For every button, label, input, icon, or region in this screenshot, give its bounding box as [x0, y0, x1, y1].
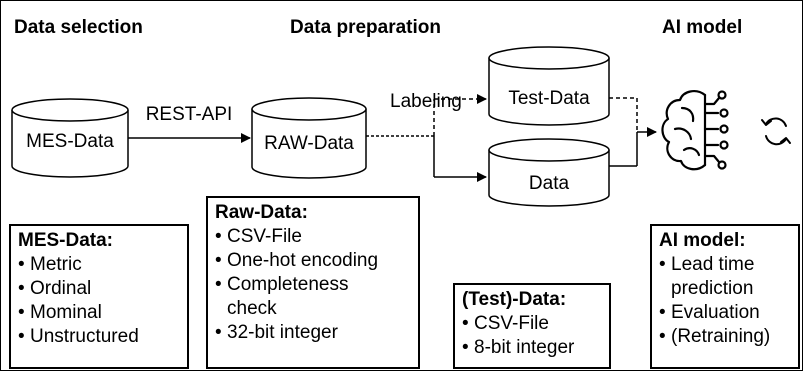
test-data-item: 8-bit integer [462, 336, 602, 360]
ai-model-item: (Retraining) [659, 325, 791, 349]
rest-api-label: REST-API [146, 104, 233, 125]
stage-title-ai-model: AI model [662, 17, 743, 38]
raw-data-info-box: Raw-Data: CSV-File One-hot encoding Comp… [206, 196, 420, 369]
raw-data-item: CSV-File [215, 225, 411, 249]
stage-title-data-preparation: Data preparation [290, 17, 441, 38]
mes-data-info-box: MES-Data: Metric Ordinal Mominal Unstruc… [9, 224, 189, 369]
mes-data-item: Unstructured [18, 325, 180, 349]
data-label: Data [529, 173, 570, 194]
raw-data-item: Completeness check [215, 273, 411, 321]
test-data-box-title: (Test)-Data: [462, 289, 567, 310]
mes-data-item: Ordinal [18, 277, 180, 301]
test-data-cylinder: Test-Data [488, 46, 610, 126]
test-data-info-box: (Test)-Data: CSV-File 8-bit integer [453, 283, 611, 369]
raw-data-item-line: Completeness [227, 274, 349, 295]
data-cylinder: Data [488, 138, 610, 207]
mes-data-item: Metric [18, 253, 180, 277]
mes-data-box-title: MES-Data: [18, 230, 114, 251]
ai-model-item-line: Lead time [671, 254, 755, 275]
ai-model-item-line: prediction [671, 278, 754, 299]
raw-data-label: RAW-Data [264, 133, 354, 154]
ai-model-box-title: AI model: [659, 230, 746, 251]
ai-model-item: Evaluation [659, 301, 791, 325]
test-data-label: Test-Data [508, 88, 590, 109]
ai-model-info-box: AI model: Lead time prediction Evaluation… [650, 224, 800, 369]
brain-circuit-icon [661, 90, 729, 171]
raw-data-item: 32-bit integer [215, 321, 411, 345]
mes-data-cylinder: MES-Data [11, 98, 129, 178]
ai-model-item: Lead time prediction [659, 253, 791, 301]
mes-data-item: Mominal [18, 301, 180, 325]
raw-data-cylinder: RAW-Data [251, 97, 367, 179]
refresh-cycle-icon [761, 117, 791, 146]
raw-data-item: One-hot encoding [215, 249, 411, 273]
labeling-label: Labeling [390, 91, 462, 112]
raw-data-box-title: Raw-Data: [215, 202, 308, 223]
stage-title-data-selection: Data selection [14, 17, 143, 38]
raw-data-item-line: check [227, 298, 277, 319]
mes-data-label: MES-Data [26, 131, 114, 152]
test-data-item: CSV-File [462, 312, 602, 336]
